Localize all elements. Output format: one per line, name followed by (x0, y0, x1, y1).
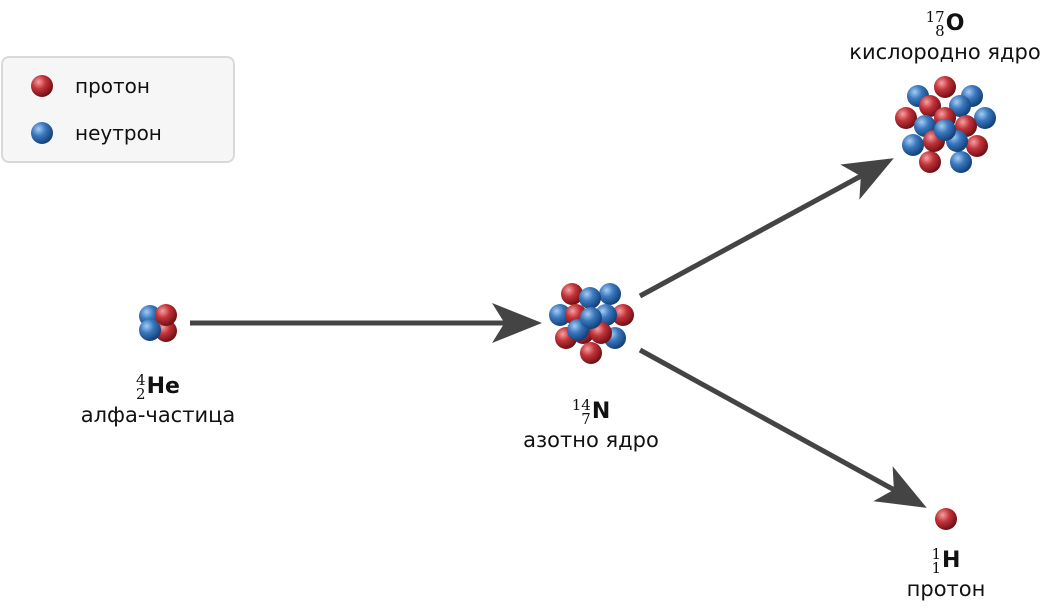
oxygen-name: кислородно ядро (849, 40, 1041, 64)
hydrogen-symbol: H (942, 548, 961, 573)
proton (155, 304, 177, 326)
oxygen-nucleus (895, 76, 996, 173)
proton (919, 151, 941, 173)
legend-label-neutron: неутрон (75, 121, 162, 145)
neutron (974, 107, 996, 129)
oxygen-symbol: O (945, 11, 965, 36)
helium-name: алфа-частица (80, 403, 236, 427)
nitrogen-mass-number: 14 (571, 396, 591, 414)
nitrogen-atomic-number: 7 (581, 410, 591, 428)
neutron (580, 307, 602, 329)
proton (580, 342, 602, 364)
proton (934, 76, 956, 98)
proton (919, 95, 941, 117)
neutron (139, 319, 161, 341)
helium-symbol: He (146, 374, 180, 399)
neutron-ball-icon (31, 122, 53, 144)
nitrogen-name: азотно ядро (523, 428, 659, 452)
hydrogen-mass-number: 1 (931, 545, 942, 563)
proton (895, 107, 917, 129)
proton (935, 508, 957, 530)
proton (561, 283, 583, 305)
nitrogen-symbol: N (591, 399, 611, 424)
proton-ball-icon (31, 75, 53, 97)
proton (155, 320, 177, 342)
legend-item-neutron: неутрон (29, 120, 162, 146)
hydrogen-atomic-number: 1 (931, 559, 942, 577)
oxygen-mass-number: 17 (925, 8, 945, 26)
oxygen-atomic-number: 8 (935, 22, 945, 40)
helium-mass-number: 4 (136, 371, 146, 389)
arrow-n-to-o (638, 158, 894, 299)
arrow-n-to-h (638, 347, 927, 508)
helium-nucleus (139, 304, 177, 342)
hydrogen-nucleus (935, 508, 957, 530)
neutron (599, 283, 621, 305)
proton (966, 135, 988, 157)
helium-atomic-number: 2 (136, 385, 146, 403)
legend-item-proton: протон (29, 73, 150, 99)
neutron (549, 304, 571, 326)
legend-label-proton: протон (75, 74, 150, 98)
hydrogen-name: протон (906, 577, 986, 601)
nitrogen-nucleus (549, 283, 634, 364)
neutron (579, 287, 601, 309)
neutron (949, 95, 971, 117)
proton (612, 304, 634, 326)
neutron (902, 134, 924, 156)
neutron (934, 119, 956, 141)
legend: протон неутрон (1, 56, 235, 163)
neutron (950, 151, 972, 173)
